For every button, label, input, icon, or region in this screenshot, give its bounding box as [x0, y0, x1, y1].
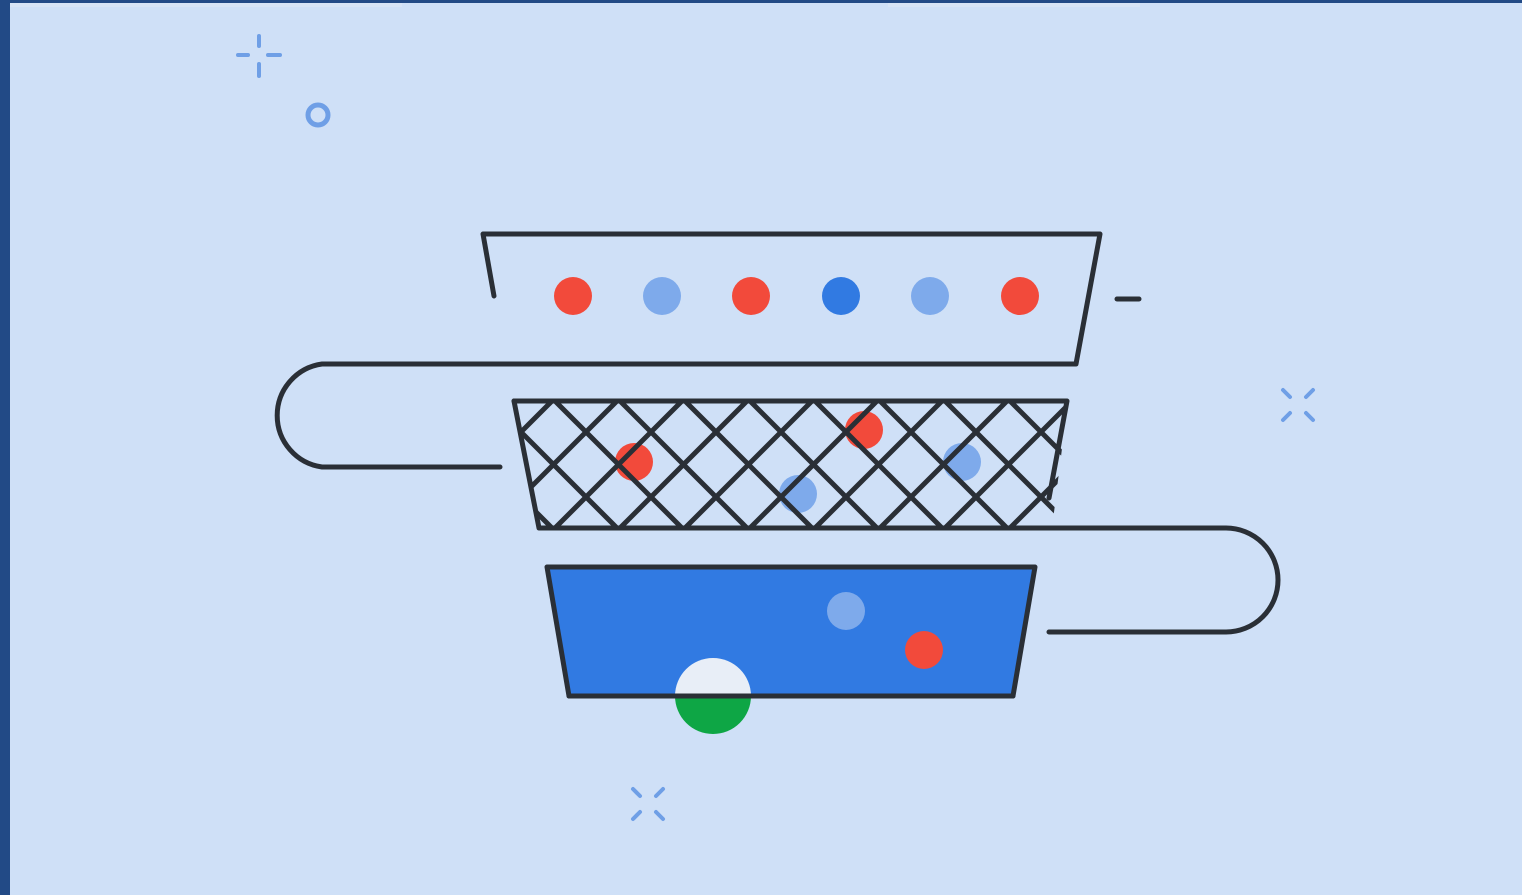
result-ball [566, 658, 1016, 734]
mesh-strand [1007, 401, 1068, 528]
mesh-strand [1270, 401, 1397, 528]
sparkle-ring-icon [305, 102, 331, 128]
mesh-strand [1270, 401, 1397, 528]
top-tray-dot [822, 277, 860, 315]
mesh-strand [515, 401, 555, 528]
sparkle-burst-icon [631, 787, 665, 821]
mesh-strand [552, 401, 685, 528]
top-tray-dot [911, 277, 949, 315]
right-pipe-curve [1027, 525, 1281, 635]
mesh-strand [1007, 401, 1068, 528]
top-tray-dots [554, 277, 1039, 315]
top-edge-highlight [888, 3, 1140, 7]
mesh-strand [1335, 401, 1462, 528]
mesh-strand [1075, 401, 1202, 528]
mesh-strand [1075, 401, 1202, 528]
illustration-canvas [10, 3, 1522, 895]
mesh-strand [812, 401, 945, 528]
sparkle-burst-icon [1281, 388, 1315, 422]
bottom-bucket [544, 564, 1038, 699]
mesh-filter-dots [615, 411, 981, 513]
top-edge-highlight [10, 3, 402, 7]
mesh-strand [1140, 401, 1267, 528]
left-pipe-curve [274, 361, 513, 470]
mesh-strand [877, 401, 1010, 528]
mesh-strand [515, 401, 620, 528]
data-filtering-illustration [236, 34, 1462, 821]
mesh-strand [617, 401, 750, 528]
top-tray-dot [1001, 277, 1039, 315]
sparkle-plus-icon [236, 34, 282, 78]
top-tray-dot [732, 277, 770, 315]
top-tray [480, 231, 1142, 367]
bucket-dot [905, 631, 943, 669]
mesh-strand [747, 401, 880, 528]
bucket-dot [827, 592, 865, 630]
top-tray-dot [554, 277, 592, 315]
mesh-strand [682, 401, 815, 528]
top-tray-dot [643, 277, 681, 315]
mesh-strand [942, 401, 1068, 528]
mesh-strand [1140, 401, 1267, 528]
mesh-strand [1335, 401, 1462, 528]
